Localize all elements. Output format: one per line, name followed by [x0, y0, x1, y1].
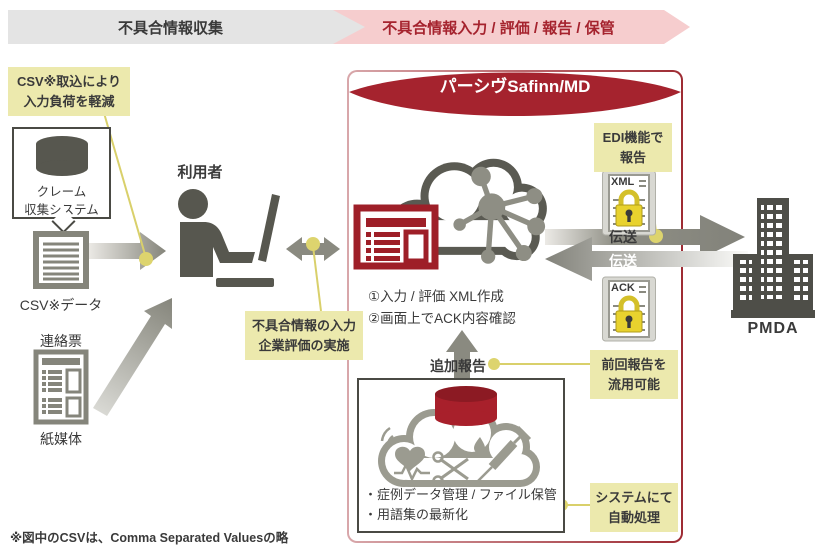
stage-bar-process: 不具合情報入力 / 評価 / 報告 / 保管 — [333, 10, 690, 44]
ack-label: ACK — [611, 282, 635, 294]
claim-system-box: クレーム 収集システム — [12, 127, 111, 234]
paper-form-icon — [33, 349, 89, 425]
note-auto-process: システムにて 自動処理 — [590, 483, 678, 532]
system-title: パーシヴSafinn/MD — [439, 77, 591, 96]
process-steps: ①入力 / 評価 XML作成 ②画面上でACK内容確認 — [368, 289, 516, 326]
footnote: ※図中のCSVは、Comma Separated Valuesの略 — [10, 531, 289, 545]
database-cylinder-icon — [435, 386, 497, 426]
user-task-note: 不具合情報の入力 企業評価の実施 — [245, 311, 363, 360]
pmda-label: PMDA — [747, 320, 799, 337]
paper-media-label: 紙媒体 — [40, 431, 82, 447]
network-nodes — [453, 166, 546, 264]
medical-cloud-icon — [378, 407, 540, 487]
stage-bar-collect: 不具合情報収集 — [8, 10, 365, 44]
arrow-paper-to-user — [93, 298, 172, 416]
arrow-csv-to-user — [88, 232, 166, 270]
note-edi-report: EDI機能で 報告 — [594, 123, 672, 172]
stage-collect-label: 不具合情報収集 — [117, 19, 223, 37]
stage-process-label: 不具合情報入力 / 評価 / 報告 / 保管 — [382, 19, 615, 37]
contact-sheet-label: 連絡票 — [40, 333, 82, 349]
storage-functions-label: ・症例データ管理 / ファイル保管 ・用語集の最新化 — [364, 487, 557, 522]
transfer-to-pmda-label: 伝送 — [609, 229, 637, 245]
user-label: 利用者 — [177, 164, 223, 181]
csv-document-icon — [33, 231, 89, 289]
database-icon — [35, 136, 88, 176]
pmda-building-icon — [731, 198, 815, 318]
additional-report-label: 追加報告 — [430, 358, 486, 374]
note-csv-import: CSV※取込により 入力負荷を軽減 — [8, 67, 130, 116]
note-reuse-previous: 前回報告を 流用可能 — [590, 350, 678, 399]
system-banner: パーシヴSafinn/MD — [347, 64, 683, 126]
user-at-laptop-icon — [178, 189, 280, 287]
report-form-icon — [353, 204, 439, 270]
medical-symbols — [380, 425, 532, 487]
arrow-user-system-bidirectional — [286, 237, 340, 261]
transfer-from-pmda-label: 伝送 — [609, 253, 637, 269]
banner-ribbon-shape — [349, 72, 681, 116]
csv-data-label: CSV※データ — [19, 297, 103, 313]
xml-label: XML — [611, 176, 635, 188]
ack-document-icon — [602, 276, 656, 342]
lock-icon — [615, 295, 643, 333]
